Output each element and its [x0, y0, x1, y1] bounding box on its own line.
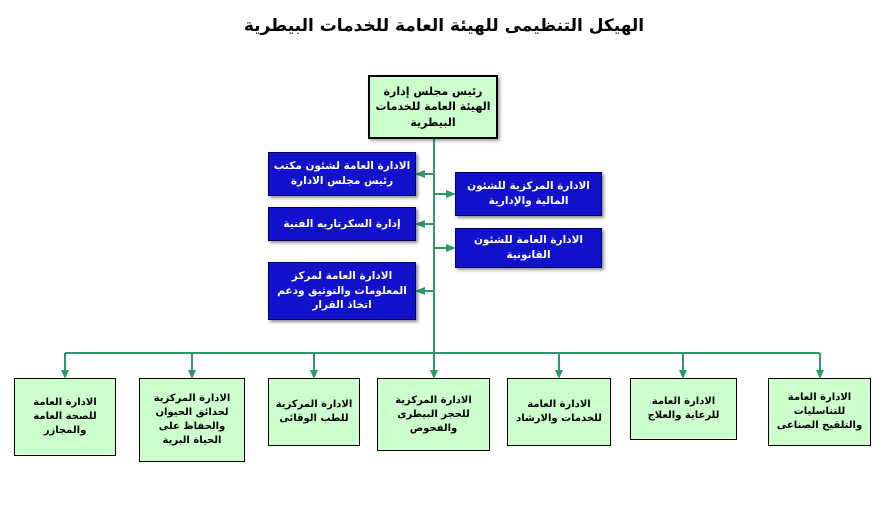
left-node-information-center: الادارة العامة لمركز المعلومات والتوثيق …	[268, 262, 416, 320]
bottom-node-zoos-wildlife: الادارة المركزية لحدائق الحيوان والحفاظ …	[139, 378, 245, 462]
bottom-node-label: الادارة المركزية للحجر البيطرى والفحوص	[395, 394, 472, 434]
right-node-legal-affairs: الادارة العامة للشئون القانونية	[455, 228, 602, 268]
bottom-node-label: الادارة المركزية لحدائق الحيوان والحفاظ …	[153, 393, 231, 446]
bottom-node-label: الادارة العامة للصحة العامة والمجازر	[33, 397, 97, 436]
left-node-label: إدارة السكرتاريه الفنية	[283, 217, 401, 230]
right-node-financial-admin: الادارة المركزية للشئون المالية والإداري…	[455, 172, 602, 216]
left-node-chairman-office: الادارة العامة لشئون مكتب رئيس مجلس الاد…	[268, 152, 416, 196]
bottom-node-quarantine: الادارة المركزية للحجر البيطرى والفحوص	[377, 378, 490, 451]
bottom-node-label: الادارة العامة للرعاية والعلاج	[647, 396, 720, 421]
left-branch-arrows	[415, 170, 434, 295]
root-node: رئيس مجلس إدارة الهيئة العامة للخدمات ال…	[368, 75, 498, 139]
bottom-node-services-extension: الادارة العامة للخدمات والارشاد	[507, 378, 611, 446]
left-node-technical-secretariat: إدارة السكرتاريه الفنية	[268, 207, 416, 241]
right-node-label: الادارة العامة للشئون القانونية	[474, 234, 583, 261]
bottom-node-public-health: الادارة العامة للصحة العامة والمجازر	[14, 378, 116, 456]
bottom-node-reproduction-ai: الادارة العامة للتناسليات والتلقيح الصنا…	[768, 378, 871, 446]
chart-title: الهيكل التنظيمى للهيئة العامة للخدمات ال…	[243, 16, 645, 36]
right-node-label: الادارة المركزية للشئون المالية والإداري…	[467, 180, 590, 207]
bottom-drop-arrows	[61, 353, 824, 379]
left-node-label: الادارة العامة لشئون مكتب رئيس مجلس الاد…	[273, 160, 411, 187]
right-branch-arrows	[434, 190, 456, 252]
root-node-label: رئيس مجلس إدارة الهيئة العامة للخدمات ال…	[375, 84, 491, 129]
bottom-node-label: الادارة المركزية للطب الوقائى	[275, 399, 353, 424]
bottom-node-care-treatment: الادارة العامة للرعاية والعلاج	[630, 378, 737, 440]
bottom-node-preventive-medicine: الادارة المركزية للطب الوقائى	[268, 378, 360, 446]
bottom-node-label: الادارة العامة للتناسليات والتلقيح الصنا…	[776, 392, 863, 431]
bottom-node-label: الادارة العامة للخدمات والارشاد	[516, 399, 602, 424]
left-node-label: الادارة العامة لمركز المعلومات والتوثيق …	[277, 269, 407, 312]
